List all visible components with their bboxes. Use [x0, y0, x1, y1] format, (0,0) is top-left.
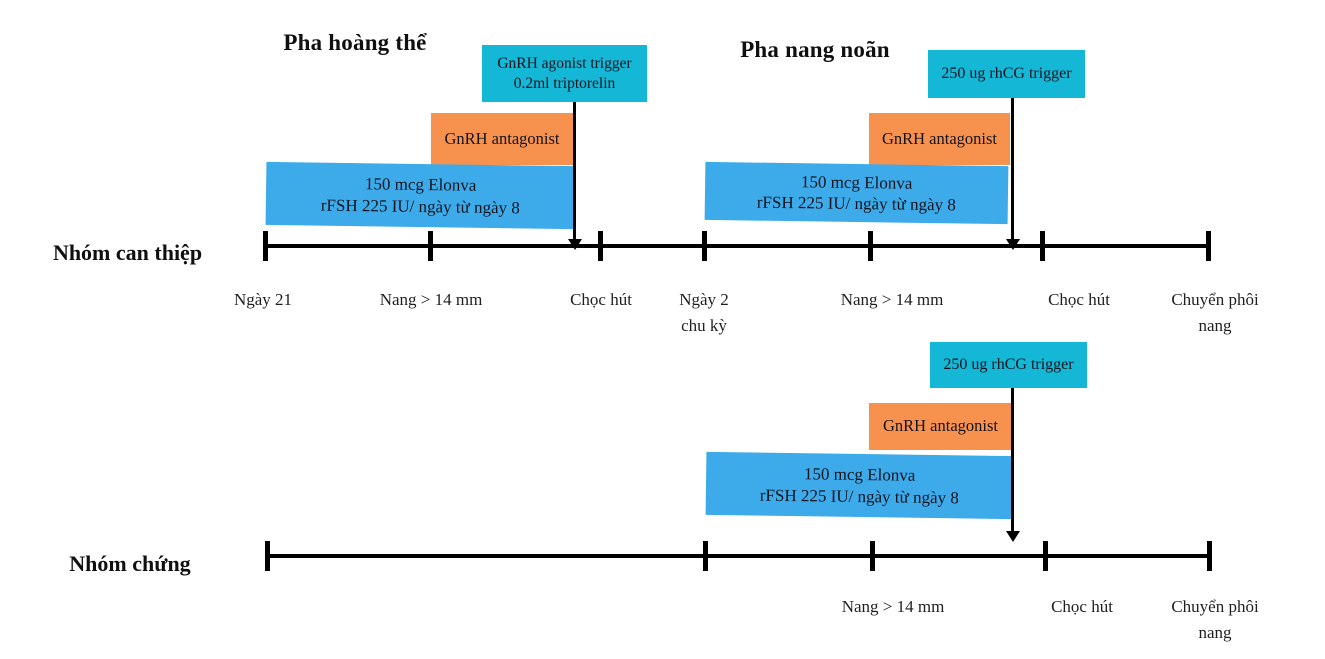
group-label-intervention: Nhóm can thiệp: [52, 240, 203, 265]
box-gnrh-agonist-trigger: GnRH agonist trigger 0.2ml triptorelin: [482, 45, 647, 102]
timeline-tick: [265, 541, 270, 571]
trigger-arrow-luteal: [573, 102, 576, 239]
phase-heading-luteal: Pha hoàng thể: [283, 30, 427, 55]
box-rhcg-trigger-follicular: 250 ug rhCG trigger: [928, 50, 1085, 98]
timeline-tick: [868, 231, 873, 261]
tick-label-follicle14-follicular: Nang > 14 mm: [840, 290, 944, 309]
timeline-tick: [598, 231, 603, 261]
timeline-tick: [702, 231, 707, 261]
box-rhcg-trigger-control: 250 ug rhCG trigger: [930, 342, 1087, 388]
tick-label-follicle14-control: Nang > 14 mm: [841, 597, 945, 616]
timeline-tick: [870, 541, 875, 571]
tick-label-follicle14-luteal: Nang > 14 mm: [379, 290, 483, 309]
phase-heading-follicular: Pha nang noãn: [740, 37, 890, 62]
tick-label-day2-cycle: Ngày 2 chu kỳ: [679, 290, 729, 335]
tick-label-blastocyst-transfer: Chuyển phôi nang: [1171, 290, 1259, 335]
tick-label-opu-follicular: Chọc hút: [1048, 290, 1110, 309]
timeline-tick: [703, 541, 708, 571]
trigger-arrow-follicular: [1011, 98, 1014, 239]
timeline-control: [267, 554, 1212, 558]
timeline-tick: [1043, 541, 1048, 571]
timeline-tick: [263, 231, 268, 261]
timeline-tick: [1040, 231, 1045, 261]
timeline-tick: [1206, 231, 1211, 261]
tick-label-opu-luteal: Chọc hút: [570, 290, 632, 309]
group-label-control: Nhóm chứng: [69, 551, 191, 576]
box-stimulation-control: 150 mcg Elonva rFSH 225 IU/ ngày từ ngày…: [705, 451, 1014, 520]
tick-label-day21: Ngày 21: [233, 290, 293, 309]
timeline-intervention: [265, 244, 1211, 248]
box-gnrh-antagonist-control: GnRH antagonist: [869, 403, 1012, 450]
tick-label-opu-control: Chọc hút: [1051, 597, 1113, 616]
trigger-arrow-control: [1011, 388, 1014, 531]
box-stimulation-follicular: 150 mcg Elonva rFSH 225 IU/ ngày từ ngày…: [704, 161, 1009, 225]
timeline-tick: [428, 231, 433, 261]
tick-label-blastocyst-transfer-control: Chuyển phôi nang: [1171, 597, 1259, 642]
timeline-tick: [1207, 541, 1212, 571]
box-gnrh-antagonist-luteal: GnRH antagonist: [431, 113, 573, 165]
box-gnrh-antagonist-follicular: GnRH antagonist: [869, 113, 1010, 165]
box-stimulation-luteal: 150 mcg Elonva rFSH 225 IU/ ngày từ ngày…: [265, 161, 576, 230]
